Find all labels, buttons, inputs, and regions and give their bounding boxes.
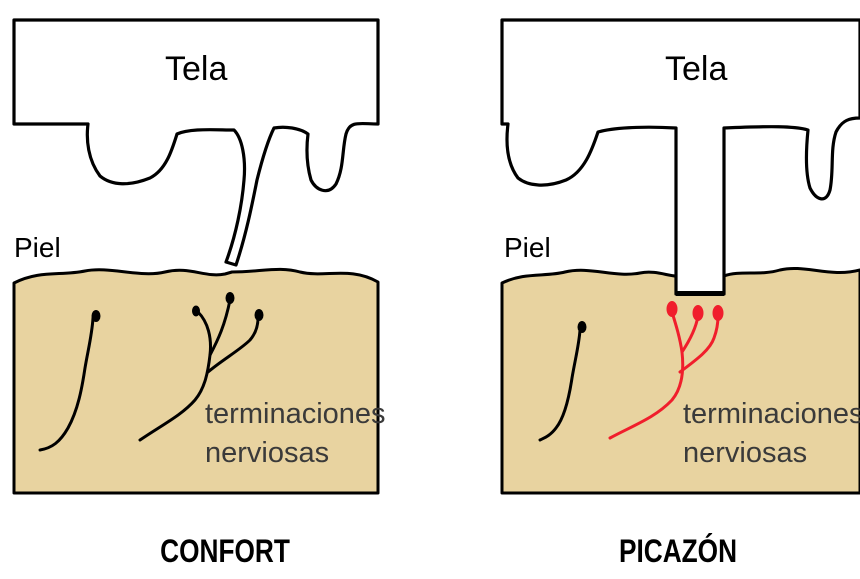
nerve-label-line1: terminaciones [205, 398, 386, 430]
nerve-tip [255, 309, 264, 321]
panel-confort: Tela Piel terminaciones nerviosas [14, 20, 386, 493]
nerve-tip [693, 305, 704, 321]
nerve-tip [92, 310, 101, 322]
fiber-tip [676, 291, 724, 296]
skin-label: Piel [14, 232, 61, 263]
nerve-label-line2: nerviosas [683, 437, 807, 469]
panel-picazon: Tela Piel terminaciones nerviosas [502, 20, 860, 493]
nerve-label-line1: terminaciones [683, 398, 860, 430]
nerve-tip [226, 292, 235, 304]
panel-caption-confort: CONFORT [102, 533, 348, 570]
nerve-tip [192, 306, 200, 317]
nerve-tip [713, 305, 724, 321]
nerve-tip [578, 321, 587, 333]
skin-label: Piel [504, 232, 551, 263]
panel-caption-picazon: PICAZÓN [555, 533, 801, 570]
nerve-label-line2: nerviosas [205, 437, 329, 469]
fabric-label: Tela [165, 50, 227, 88]
nerve-tip [667, 301, 678, 317]
fabric-label: Tela [665, 50, 727, 88]
